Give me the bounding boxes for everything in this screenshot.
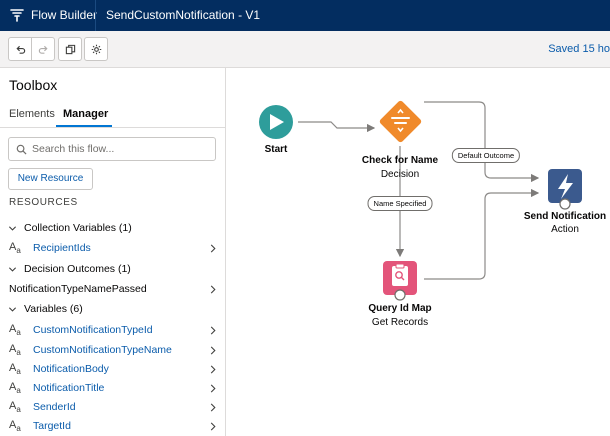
app-header: Flow Builder SendCustomNotification - V1: [0, 0, 610, 31]
flow-title: SendCustomNotification - V1: [106, 8, 261, 22]
undo-redo-group: [8, 37, 55, 61]
flow-builder-icon: [10, 9, 24, 22]
settings-button[interactable]: [84, 37, 108, 61]
connector-default-outcome[interactable]: [424, 101, 540, 183]
decision-label: Check for Name: [361, 155, 439, 166]
resource-item-label: CustomNotificationTypeId: [33, 324, 153, 336]
connectors-layer: [259, 100, 582, 301]
section-label: Collection Variables (1): [24, 222, 132, 234]
action-connector-dot[interactable]: [559, 198, 571, 210]
chevron-right-icon: [210, 244, 216, 253]
decision-type-label: Decision: [380, 169, 420, 180]
bolt-icon: [558, 174, 573, 199]
text-type-icon: Aa: [9, 400, 21, 415]
name-specified-label[interactable]: Name Specified: [367, 196, 433, 211]
flow-canvas[interactable]: Start Check for Name Decision Send Notif…: [226, 68, 610, 436]
active-tab-indicator: [56, 125, 112, 127]
get-records-label: Query Id Map: [368, 303, 432, 314]
resource-item-notificationbody[interactable]: Aa NotificationBody: [0, 360, 225, 379]
chevron-right-icon: [210, 403, 216, 412]
chevron-down-icon: [8, 226, 17, 231]
start-label: Start: [264, 144, 288, 155]
copy-icon: [65, 44, 75, 54]
app-name: Flow Builder: [31, 8, 98, 22]
resource-item-label: SenderId: [33, 401, 76, 413]
resource-item-label: NotificationTypeNamePassed: [9, 283, 147, 295]
start-node[interactable]: [259, 105, 293, 139]
chevron-right-icon: [210, 346, 216, 355]
resource-item-label: CustomNotificationTypeName: [33, 344, 172, 356]
tabs-divider: [0, 127, 225, 128]
section-label: Variables (6): [24, 303, 83, 315]
resource-item-senderid[interactable]: Aa SenderId: [0, 398, 225, 417]
get-records-type-label: Get Records: [371, 317, 429, 328]
copy-button[interactable]: [58, 37, 82, 61]
text-type-icon: Aa: [9, 419, 21, 434]
connector-records-action[interactable]: [424, 188, 540, 280]
text-type-icon: Aa: [9, 323, 21, 338]
connector-start-decision[interactable]: [298, 121, 376, 133]
resource-item-customnotificationtypeid[interactable]: Aa CustomNotificationTypeId: [0, 321, 225, 340]
action-node[interactable]: [548, 169, 582, 210]
header-divider: [95, 0, 96, 31]
chevron-right-icon: [210, 326, 216, 335]
resource-item-customnotificationtypename[interactable]: Aa CustomNotificationTypeName: [0, 341, 225, 360]
resource-item-label: NotificationTitle: [33, 382, 105, 394]
action-type-label: Action: [551, 224, 579, 235]
settings-icon: [91, 44, 101, 54]
chevron-right-icon: [210, 365, 216, 374]
resource-item-notificationtypenamepassed[interactable]: NotificationTypeNamePassed: [0, 280, 225, 299]
chevron-right-icon: [210, 384, 216, 393]
resource-item-notificationtitle[interactable]: Aa NotificationTitle: [0, 379, 225, 398]
section-variables[interactable]: Variables (6): [0, 300, 225, 319]
undo-button[interactable]: [9, 38, 32, 60]
resource-item-label: RecipientIds: [33, 242, 91, 254]
chevron-right-icon: [210, 285, 216, 294]
resource-item-recipientids[interactable]: Aa RecipientIds: [0, 239, 225, 258]
saved-status: Saved 15 ho: [548, 43, 610, 55]
action-label: Send Notification: [523, 211, 607, 222]
play-icon: [270, 114, 284, 130]
text-type-icon: Aa: [9, 381, 21, 396]
section-decision-outcomes[interactable]: Decision Outcomes (1): [0, 260, 225, 279]
redo-icon: [38, 45, 48, 54]
section-label: Decision Outcomes (1): [24, 263, 131, 275]
text-type-icon: Aa: [9, 343, 21, 358]
get-records-node[interactable]: [383, 261, 417, 301]
new-resource-button[interactable]: New Resource: [8, 168, 93, 190]
tab-manager[interactable]: Manager: [63, 108, 109, 120]
toolbar: Saved 15 ho: [0, 31, 610, 68]
resources-header: RESOURCES: [9, 197, 78, 208]
chevron-right-icon: [210, 422, 216, 431]
search-icon: [16, 144, 27, 155]
resource-item-label: TargetId: [33, 420, 71, 432]
text-type-icon: Aa: [9, 241, 21, 256]
search-input[interactable]: Search this flow...: [8, 137, 216, 161]
record-lookup-icon: [392, 263, 408, 286]
records-connector-dot[interactable]: [394, 289, 406, 301]
search-placeholder: Search this flow...: [32, 143, 115, 155]
tab-elements[interactable]: Elements: [9, 108, 55, 120]
resource-item-label: NotificationBody: [33, 363, 109, 375]
undo-icon: [15, 45, 25, 54]
redo-button[interactable]: [32, 38, 54, 60]
section-collection-variables[interactable]: Collection Variables (1): [0, 219, 225, 238]
resource-item-targetid[interactable]: Aa TargetId: [0, 417, 225, 436]
default-outcome-label[interactable]: Default Outcome: [451, 148, 521, 163]
chevron-down-icon: [8, 267, 17, 272]
decision-node[interactable]: [379, 100, 423, 144]
decision-icon: [391, 108, 410, 133]
toolbox-panel: Toolbox Elements Manager Search this flo…: [0, 68, 226, 436]
chevron-down-icon: [8, 307, 17, 312]
text-type-icon: Aa: [9, 362, 21, 377]
toolbox-title: Toolbox: [9, 77, 58, 93]
